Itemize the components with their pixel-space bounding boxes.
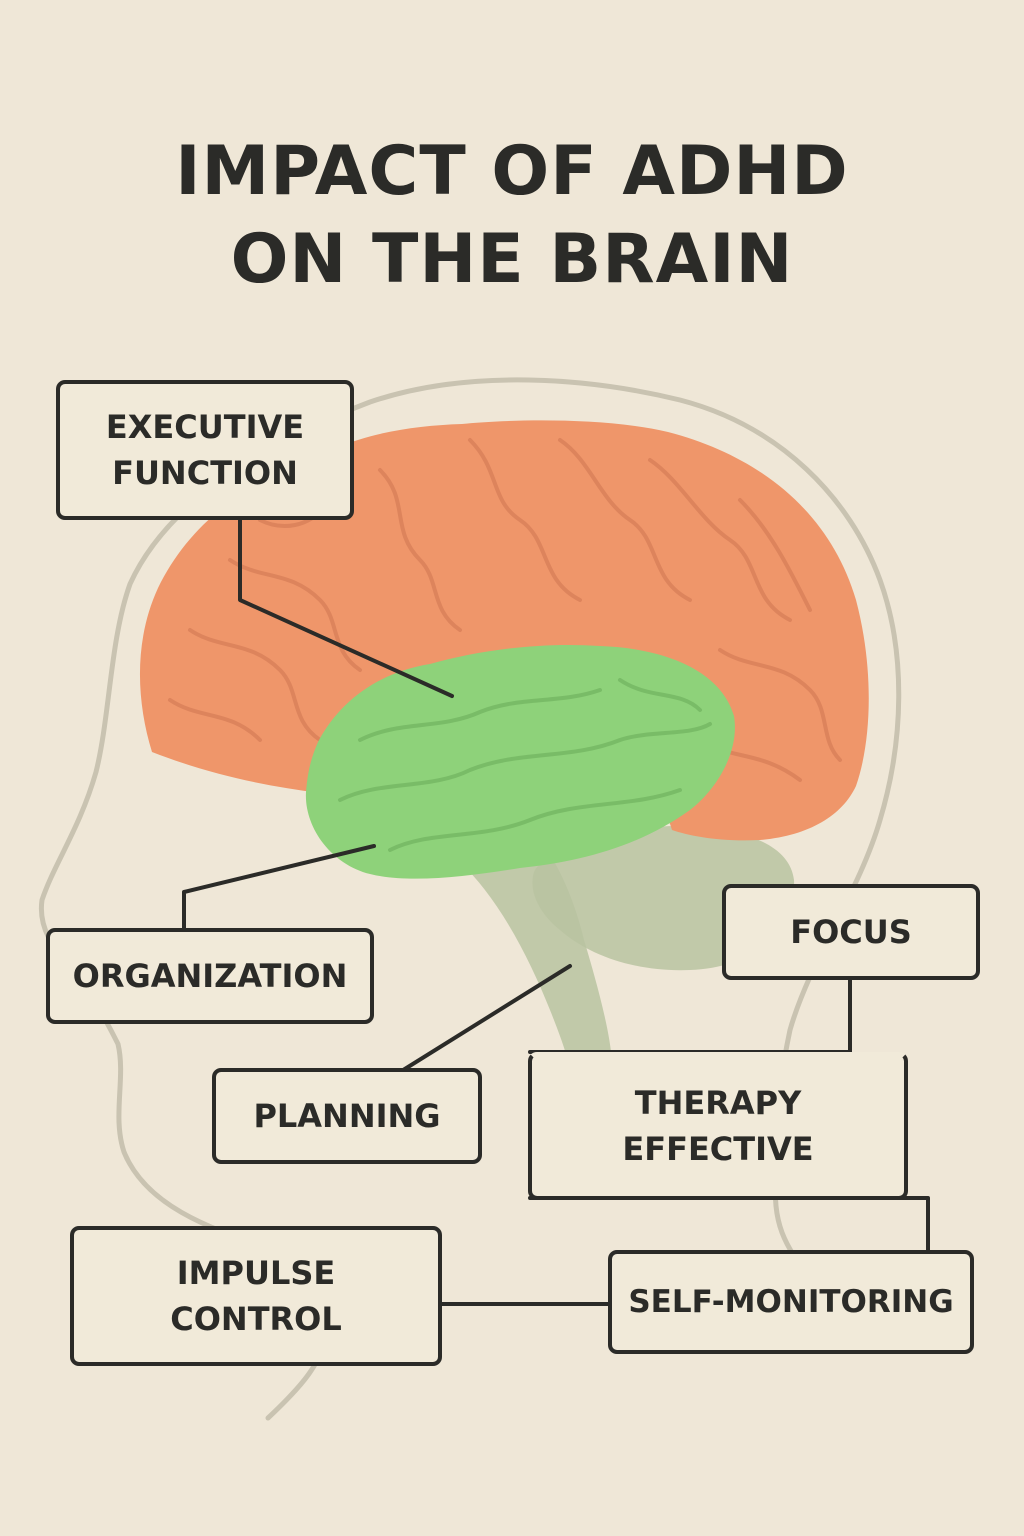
- label-impulse-control-line-2: CONTROL: [170, 1300, 342, 1338]
- label-organization-text: ORGANIZATION: [72, 957, 348, 995]
- highlighted-region: [305, 644, 735, 879]
- highlighted-region-folds: [338, 678, 712, 852]
- label-focus: FOCUS: [722, 884, 980, 980]
- connector-therapy: [528, 1196, 930, 1254]
- label-executive-function-line-1: EXECUTIVE: [105, 408, 305, 446]
- label-impulse-control-line-1: IMPULSE: [176, 1254, 336, 1292]
- label-self-monitoring: SELF-MONITORING: [608, 1250, 974, 1354]
- connector-organization: [182, 844, 376, 932]
- label-planning: PLANNING: [212, 1068, 482, 1164]
- label-self-monitoring-text: SELF-MONITORING: [628, 1284, 954, 1320]
- title-line-2: ON THE BRAIN: [230, 220, 794, 299]
- label-executive-function: EXECUTIVE FUNCTION: [56, 380, 354, 520]
- connector-planning: [398, 964, 572, 1074]
- label-therapy-effective-line-1: THERAPY: [634, 1084, 802, 1122]
- label-therapy-effective: THERAPY EFFECTIVE: [528, 1052, 908, 1200]
- label-focus-text: FOCUS: [790, 913, 912, 951]
- brainstem: [460, 852, 612, 1062]
- label-executive-function-line-2: FUNCTION: [112, 454, 298, 492]
- label-therapy-effective-line-2: EFFECTIVE: [622, 1130, 814, 1168]
- label-impulse-control: IMPULSE CONTROL: [70, 1226, 442, 1366]
- page-title: IMPACT OF ADHD ON THE BRAIN: [0, 128, 1024, 304]
- title-line-1: IMPACT OF ADHD: [175, 132, 849, 211]
- connector-executive-function: [238, 516, 454, 698]
- label-planning-text: PLANNING: [253, 1097, 441, 1135]
- label-organization: ORGANIZATION: [46, 928, 374, 1024]
